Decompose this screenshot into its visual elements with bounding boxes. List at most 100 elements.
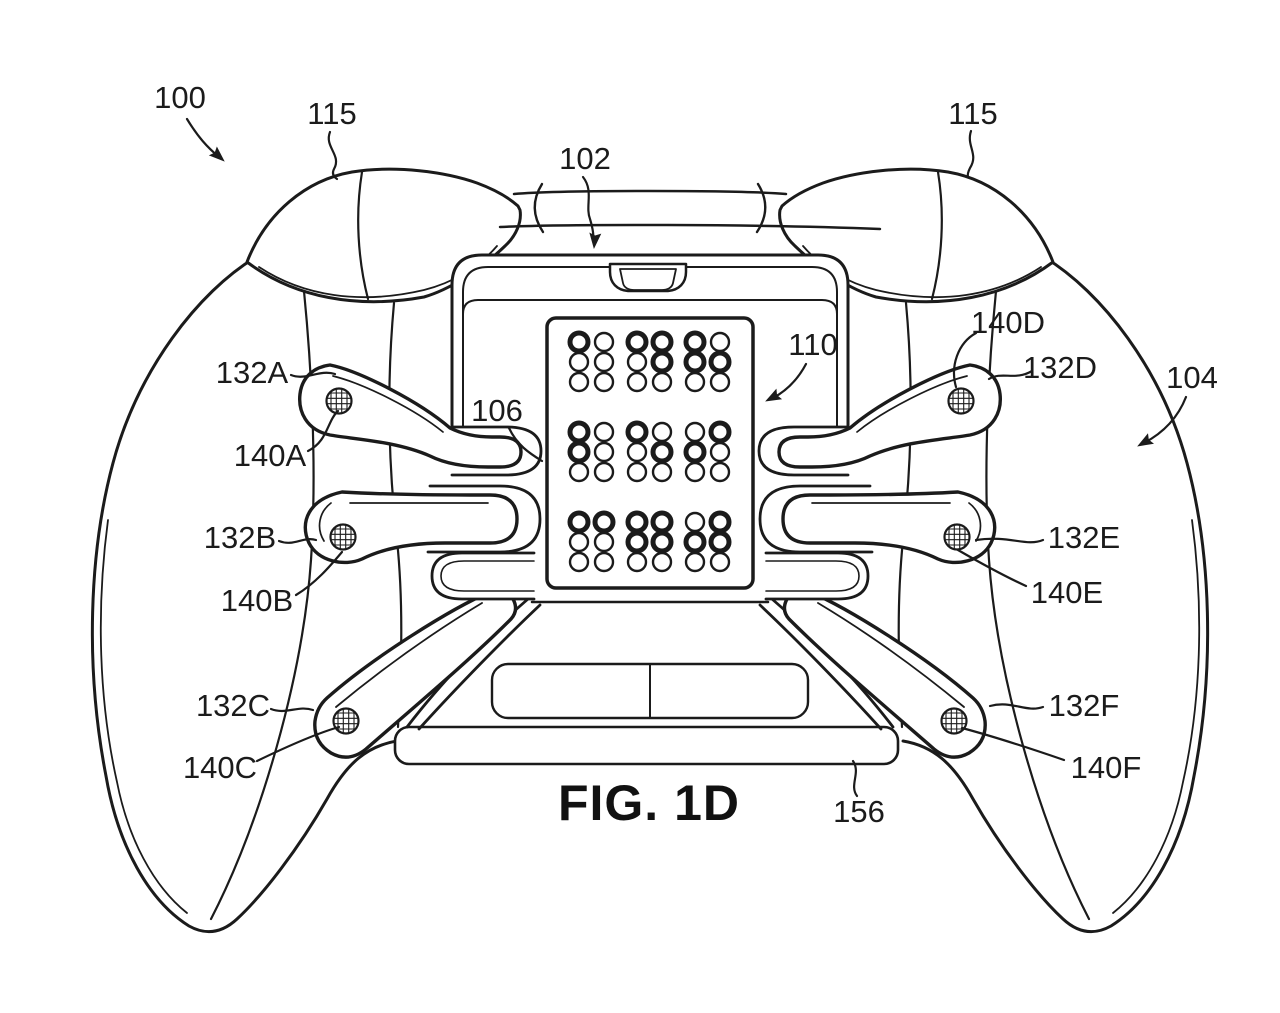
braille-dot-raised [708, 530, 732, 554]
braille-dot-raised [650, 510, 674, 534]
leader-132e [974, 537, 1045, 544]
leader-115-right [966, 129, 975, 179]
leader-140c [255, 725, 341, 763]
braille-dot-flat [568, 551, 590, 573]
ref-label-132a: 132A [216, 355, 289, 390]
housing-tab [430, 551, 536, 601]
braille-dot-raised [625, 330, 649, 354]
housing-tab-outline [430, 551, 536, 601]
leader-lines [185, 117, 1188, 798]
paddle-c-outline [313, 588, 518, 759]
braille-dot-flat [593, 531, 615, 553]
ref-label-140c: 140C [183, 750, 257, 785]
braille-dot-flat [593, 331, 615, 353]
ref-label-132f: 132F [1049, 688, 1120, 723]
leader-132c [269, 707, 315, 713]
braille-dot-flat [568, 351, 590, 373]
braille-dot-flat [651, 551, 673, 573]
paddle-c-inner-line [335, 602, 483, 708]
braille-dot-grid [567, 330, 732, 573]
ref-label-132b: 132B [204, 520, 276, 555]
ref-label-156: 156 [833, 794, 885, 829]
leader-102 [581, 175, 595, 243]
braille-dot-raised [708, 350, 732, 374]
braille-dot-flat [593, 441, 615, 463]
braille-dot-flat [593, 371, 615, 393]
braille-panel [545, 316, 755, 590]
paddle-a-inner-line [332, 375, 444, 433]
left-side-body [90, 167, 522, 934]
leader-140b [294, 550, 344, 597]
braille-dot-flat [651, 461, 673, 483]
braille-dot-flat [568, 371, 590, 393]
braille-dot-raised [625, 530, 649, 554]
braille-dot-raised [567, 510, 591, 534]
arrowhead-104 [1134, 433, 1154, 452]
braille-dot-raised [592, 510, 616, 534]
braille-dot-flat [651, 421, 673, 443]
braille-dot-flat [593, 351, 615, 373]
braille-dot-raised [683, 330, 707, 354]
ref-label-115-right: 115 [948, 96, 997, 131]
braille-dot-flat [593, 461, 615, 483]
braille-dot-flat [568, 531, 590, 553]
braille-dot-raised [567, 420, 591, 444]
braille-dot-flat [593, 551, 615, 573]
paddle-b [303, 484, 542, 565]
band-bottom-line [498, 223, 882, 231]
braille-dot-raised [625, 510, 649, 534]
leader-132d [987, 369, 1034, 381]
braille-dot-raised [683, 350, 707, 374]
ref-label-140d: 140D [971, 305, 1045, 340]
braille-dot-raised [567, 330, 591, 354]
braille-dot-raised [683, 530, 707, 554]
braille-dot-flat [709, 551, 731, 573]
grip-inner-line [99, 519, 188, 914]
paddle-c [313, 588, 518, 759]
bumper-shape [245, 167, 522, 304]
braille-dot-flat [684, 551, 706, 573]
braille-dot-raised [683, 440, 707, 464]
paddle-b-head-inner [318, 502, 332, 542]
braille-dot-raised [625, 420, 649, 444]
ref-label-140f: 140F [1071, 750, 1142, 785]
housing-slant-inner [417, 603, 542, 731]
braille-dot-flat [709, 441, 731, 463]
figure-caption: FIG. 1D [558, 775, 740, 831]
leader-140d [952, 331, 978, 389]
leader-132f [988, 703, 1045, 710]
braille-dot-raised [650, 350, 674, 374]
braille-dot-flat [626, 371, 648, 393]
ref-label-140a: 140A [234, 438, 307, 473]
ref-label-140b: 140B [221, 583, 293, 618]
grip-outline [90, 255, 399, 934]
usb-connector-inner [619, 268, 677, 291]
braille-dot-flat [709, 371, 731, 393]
braille-dot-flat [684, 421, 706, 443]
leader-140f [960, 726, 1066, 762]
braille-dot-flat [684, 461, 706, 483]
ref-label-132e: 132E [1048, 520, 1120, 555]
ref-label-106: 106 [471, 393, 523, 428]
braille-dot-flat [626, 351, 648, 373]
leader-132a [289, 371, 337, 378]
ref-label-140e: 140E [1031, 575, 1103, 610]
leader-140e [956, 548, 1028, 588]
braille-dot-flat [626, 461, 648, 483]
braille-dot-flat [593, 421, 615, 443]
screw-a-icon [326, 388, 352, 414]
braille-dot-flat [626, 551, 648, 573]
ref-label-102: 102 [559, 141, 611, 176]
braille-dot-flat [684, 511, 706, 533]
housing-tab-inner [440, 560, 535, 592]
leader-115-left [327, 130, 339, 181]
leader-106 [507, 426, 544, 463]
braille-dot-flat [651, 371, 673, 393]
left-side-paddles [298, 182, 545, 759]
braille-dot-flat [709, 461, 731, 483]
paddle-a [298, 363, 543, 477]
battery-door [490, 662, 810, 720]
screw-b-icon [330, 524, 356, 550]
